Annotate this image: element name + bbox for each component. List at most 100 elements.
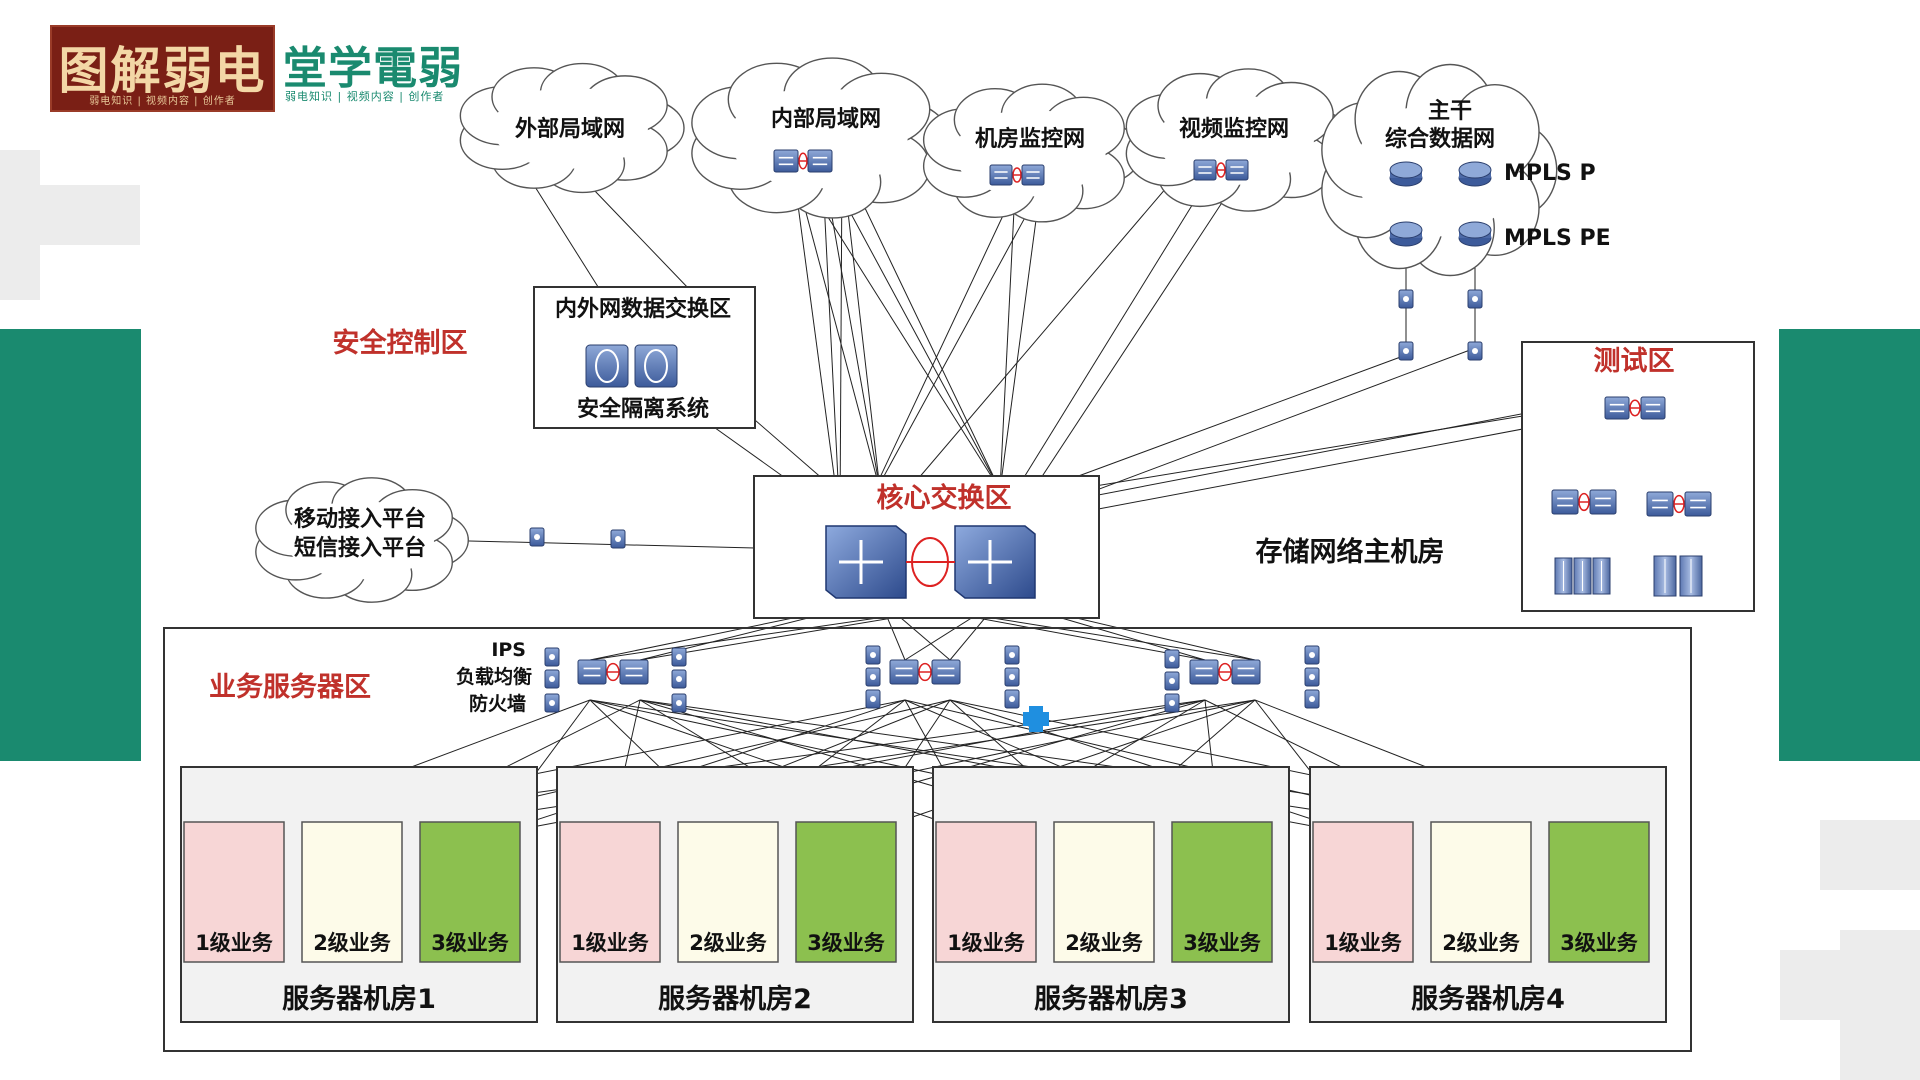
business-level-box — [795, 821, 897, 963]
business-level-block: 2级业务 — [1053, 821, 1155, 963]
connection-line — [999, 189, 1041, 491]
business-level-box — [1430, 821, 1532, 963]
mpls-firewall — [1467, 289, 1483, 309]
switch-icon — [1225, 159, 1249, 181]
router-top — [1389, 161, 1423, 179]
security-appliance — [1304, 667, 1320, 687]
exchange-zone-label: 内外网数据交换区 — [555, 296, 731, 322]
connection-line — [1019, 159, 1251, 511]
switch-body — [1640, 396, 1666, 420]
cloud-label-sms-platform: 短信接入平台 — [294, 535, 426, 561]
business-level-label: 3级业务 — [1560, 931, 1639, 955]
switch-icon — [1684, 491, 1712, 517]
switch-icon — [889, 659, 919, 685]
core-switch-zone-box — [753, 475, 1100, 619]
switch-body — [931, 659, 961, 685]
security-appliance — [544, 647, 560, 667]
business-level-box — [1312, 821, 1414, 963]
right-accent-band — [1779, 329, 1920, 761]
server-room-label: 服务器机房1 — [282, 984, 436, 1015]
test-core-switch-pair — [1629, 399, 1641, 417]
connection-line — [859, 189, 1041, 521]
isolation-ring — [595, 349, 619, 383]
business-level-block: 3级业务 — [795, 821, 897, 963]
business-level-label: 2级业务 — [1442, 931, 1521, 955]
appliance-port — [870, 652, 876, 658]
switch-arrows — [895, 667, 913, 677]
switch-icon — [619, 659, 649, 685]
switch-arrows — [1557, 497, 1573, 507]
switch-arrows — [1652, 499, 1668, 509]
connection-line — [791, 159, 841, 521]
appliance-port — [534, 534, 540, 540]
brand-logo-secondary: 堂学電弱 — [283, 43, 463, 94]
switch-icon — [931, 659, 961, 685]
switch-icon — [773, 149, 799, 173]
business-server-zone-box — [163, 627, 1692, 1052]
business-level-block: 1级业务 — [559, 821, 661, 963]
cloud-label-backbone: 综合数据网 — [1385, 126, 1495, 152]
connection-line — [859, 189, 1016, 521]
aggregation-switch-pair — [606, 662, 620, 682]
appliance-port — [1472, 296, 1478, 302]
mpls-pe-router — [1458, 221, 1492, 247]
appliance-port — [1403, 296, 1409, 302]
connection-line — [1009, 399, 1621, 501]
mpls-p-router — [1389, 161, 1423, 187]
business-level-block: 2级业务 — [301, 821, 403, 963]
switch-arrows — [1195, 667, 1213, 677]
security-appliance — [544, 693, 560, 713]
brand-logo-secondary-subtitle: 弱电知识 | 视频内容 | 创作者 — [285, 90, 445, 103]
security-appliance — [1304, 645, 1320, 665]
switch-icon — [1231, 659, 1261, 685]
business-level-box — [1053, 821, 1155, 963]
appliance-port — [1009, 674, 1015, 680]
cloud-backbone — [1321, 63, 1558, 277]
business-level-box — [935, 821, 1037, 963]
internal-lan-switch-pair — [798, 152, 808, 170]
switch-arrows — [1595, 497, 1611, 507]
access-firewall — [529, 527, 545, 547]
business-level-label: 3级业务 — [431, 931, 510, 955]
plus-marker-icon — [1023, 706, 1049, 732]
cloud-label-external-lan: 外部局域网 — [515, 116, 625, 142]
core-switch-arrows — [968, 540, 1012, 584]
switch-body — [1589, 489, 1617, 515]
switch-icon — [989, 164, 1013, 186]
test-server — [1554, 557, 1573, 595]
isolation-unit — [585, 344, 629, 388]
security-appliance — [1004, 689, 1020, 709]
isolation-system-label: 安全隔离系统 — [577, 396, 709, 422]
core-switch-zone-label: 核心交换区 — [877, 482, 1012, 514]
appliance-port — [1009, 696, 1015, 702]
switch-arrows — [1026, 171, 1040, 179]
business-level-block: 3级业务 — [419, 821, 521, 963]
appliance-port — [1009, 652, 1015, 658]
security-appliance — [1304, 689, 1320, 709]
business-level-block: 3级业务 — [1171, 821, 1273, 963]
appliance-port — [549, 700, 555, 706]
test-server — [1679, 555, 1703, 597]
security-appliance — [671, 693, 687, 713]
business-level-label: 1级业务 — [1324, 931, 1403, 955]
switch-icon — [1646, 491, 1674, 517]
video-monitor-switch-pair — [1216, 162, 1226, 178]
isolation-unit — [634, 344, 678, 388]
cloud-internal-lan — [691, 57, 950, 219]
switch-body — [773, 149, 799, 173]
test-zone-label: 测试区 — [1594, 346, 1675, 377]
cloud-body — [492, 87, 648, 169]
core-switch-arrows — [839, 540, 883, 584]
switch-icon — [1589, 489, 1617, 515]
cloud-body — [728, 87, 908, 189]
isolation-system-device — [585, 344, 678, 388]
cloud-label-room-monitor: 机房监控网 — [975, 126, 1085, 152]
mpls-p-label: MPLS P — [1504, 161, 1596, 186]
switch-arrows — [812, 156, 828, 166]
test-server — [1592, 557, 1611, 595]
switch-arrows — [937, 667, 955, 677]
business-level-block: 2级业务 — [1430, 821, 1532, 963]
